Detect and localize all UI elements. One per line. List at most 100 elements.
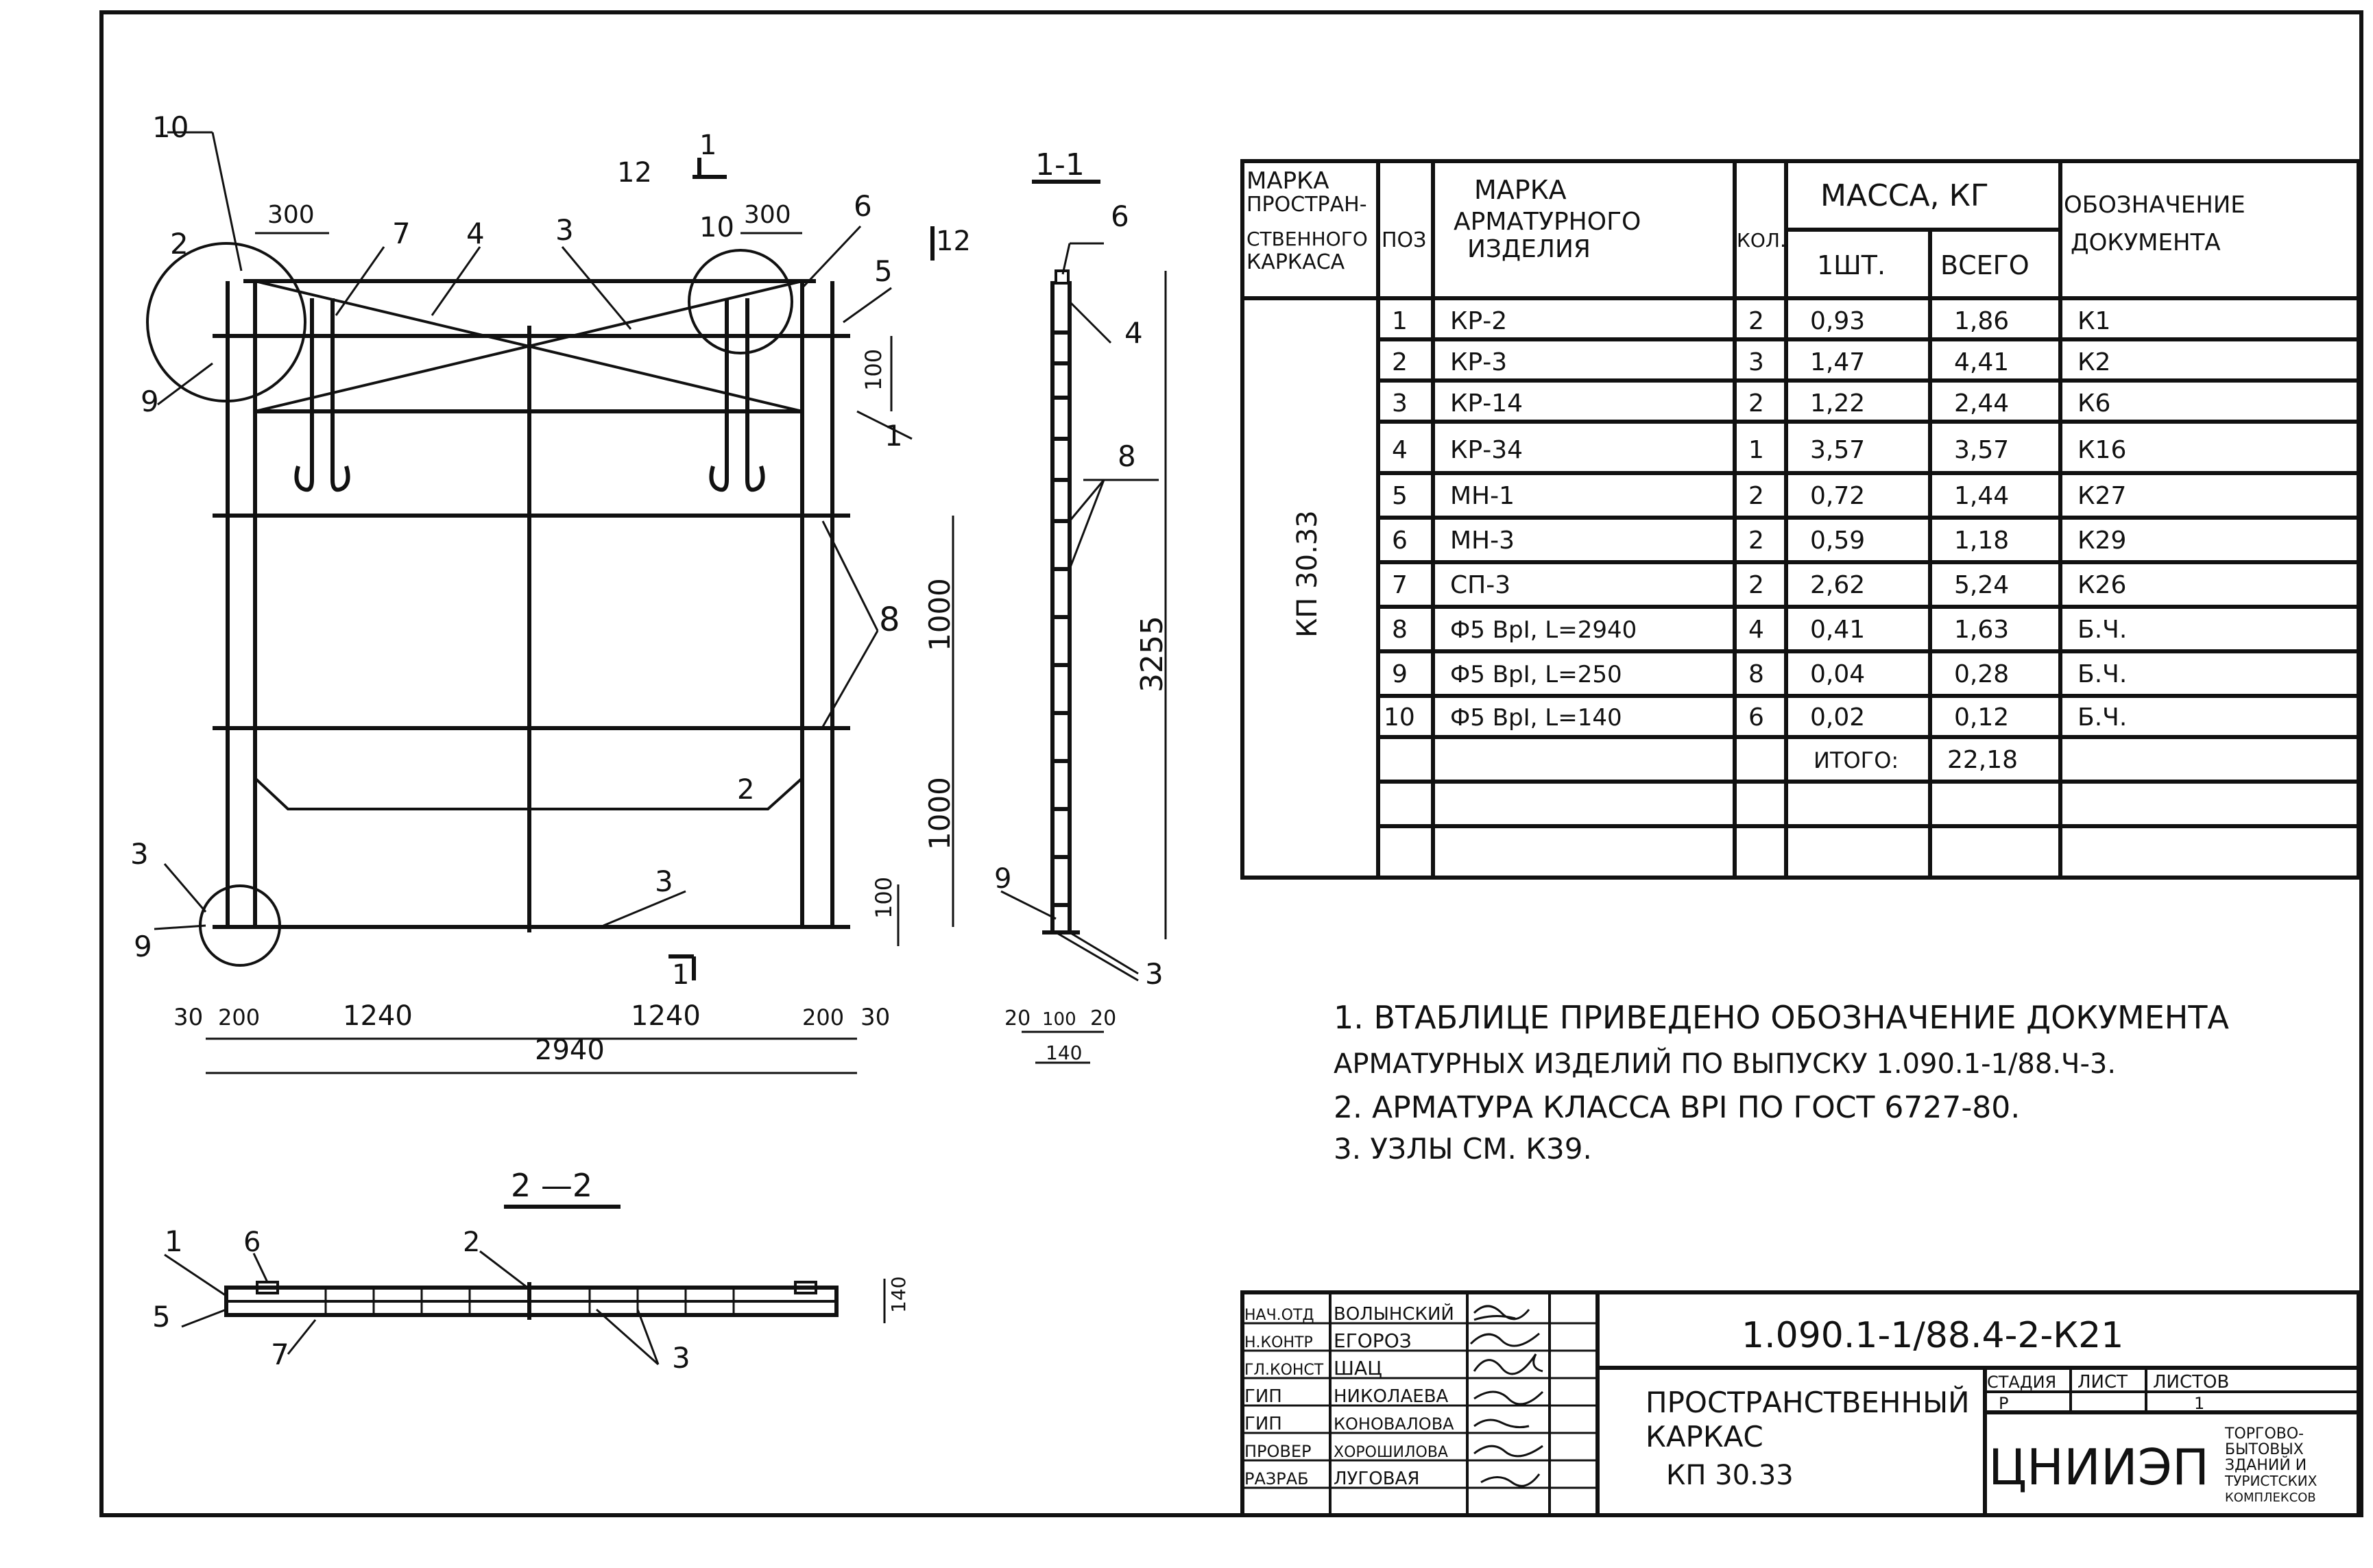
- tb-stage-value: Р: [1999, 1394, 2008, 1413]
- leader-1: [856, 410, 913, 440]
- tb-name-5: КОНОВАЛОВА: [1334, 1414, 1454, 1434]
- spec-h7-b: ДОКУМЕНТА: [2071, 229, 2221, 256]
- tb-role-2: Н.КОНТР: [1244, 1334, 1313, 1351]
- dim-total-2940: 2940: [535, 1035, 605, 1066]
- dim-bottom-1240-right: 1240: [631, 1000, 701, 1032]
- spec-doc: Б.Ч.: [2077, 660, 2127, 688]
- dim-3255: 3255: [1135, 616, 1170, 692]
- dim-100-bottom: 100: [871, 877, 897, 919]
- spec-qty: 2: [1748, 307, 1764, 335]
- tb-name-7: ЛУГОВАЯ: [1334, 1469, 1419, 1489]
- callout-5: 5: [874, 254, 893, 288]
- section-2-2-title: 2 —2: [511, 1167, 592, 1204]
- spec-one: 0,72: [1810, 482, 1865, 510]
- spec-h1-d: КАРКАСА: [1246, 250, 1345, 274]
- note-1-cont: АРМАТУРНЫХ ИЗДЕЛИЙ ПО ВЫПУСКУ 1.090.1-1/…: [1334, 1047, 2116, 1080]
- callout-3-bottom: 3: [655, 865, 673, 898]
- title-block-frame: [1240, 1290, 2361, 1517]
- section-1-1-callout-4: 4: [1124, 316, 1143, 350]
- spec-pos: 9: [1392, 660, 1408, 688]
- leader-11-9: [1000, 890, 1057, 920]
- spec-one: 1,47: [1810, 348, 1865, 376]
- section-mark-1-bottom: 1: [672, 959, 689, 991]
- s22-leader-3a: [596, 1308, 659, 1366]
- callout-2: 2: [170, 227, 189, 261]
- tb-org-sub-2: БЫТОВЫХ: [2225, 1441, 2304, 1458]
- leader-4: [431, 246, 481, 316]
- dim-300-left: 300: [267, 201, 315, 229]
- tb-sheet-label: ЛИСТ: [2077, 1372, 2128, 1392]
- spec-qty: 1: [1748, 436, 1764, 464]
- hook-right-b: [745, 298, 765, 492]
- spec-qty: 8: [1748, 660, 1764, 688]
- item-2-bar: [254, 777, 804, 810]
- signature-5: [1473, 1419, 1530, 1429]
- callout-7: 7: [392, 217, 411, 250]
- leader-11-6: [1061, 243, 1071, 275]
- spec-pos: 3: [1392, 389, 1408, 418]
- callout-8: 8: [879, 601, 900, 639]
- hook-right-a: [709, 298, 729, 492]
- spec-frame-mark: КП 30.33: [1292, 510, 1323, 638]
- spec-pos: 8: [1392, 616, 1408, 644]
- spec-one: 0,02: [1810, 703, 1865, 732]
- spec-h-mass: МАССА, КГ: [1820, 178, 1989, 213]
- brace-2: [254, 280, 803, 413]
- spec-pos: 2: [1392, 348, 1408, 376]
- dim-100-top: 100: [860, 349, 887, 391]
- spec-mark: КР-3: [1450, 348, 1507, 376]
- spec-all: 4,41: [1954, 348, 2009, 376]
- section-1-1-dim-140: 140: [1046, 1041, 1082, 1064]
- note-3: 3. УЗЛЫ СМ. К39.: [1334, 1132, 1592, 1166]
- s22-leader-1: [164, 1253, 227, 1297]
- s22-leader-3b: [636, 1309, 660, 1365]
- notes: 1. ВТАБЛИЦЕ ПРИВЕДЕНО ОБОЗНАЧЕНИЕ ДОКУМЕ…: [1334, 999, 2229, 1166]
- section-1-1-dim-20-right: 20: [1090, 1006, 1116, 1030]
- spec-h1-c: СТВЕННОГО: [1246, 228, 1368, 250]
- spec-pos: 10: [1384, 703, 1415, 732]
- spec-pos: 1: [1392, 307, 1408, 335]
- spec-one: 0,41: [1810, 616, 1865, 644]
- spec-all: 0,12: [1954, 703, 2009, 732]
- spec-all: 1,18: [1954, 527, 2009, 555]
- spec-mark: КР-14: [1450, 389, 1523, 418]
- section-1-1-callout-8: 8: [1118, 439, 1136, 473]
- spec-h3-b: АРМАТУРНОГО: [1454, 208, 1641, 236]
- spec-row-2: 2 КР-3 3 1,47 4,41 К2: [1392, 348, 2110, 376]
- section-1-1-callout-9: 9: [994, 863, 1011, 895]
- callout-3: 3: [555, 213, 574, 247]
- spec-row-5: 5 МН-1 2 0,72 1,44 К27: [1392, 482, 2126, 510]
- s22-callout-6: 6: [243, 1227, 261, 1258]
- spec-all: 0,28: [1954, 660, 2009, 688]
- spec-one: 1,22: [1810, 389, 1865, 418]
- section-mark-12: 12: [936, 226, 971, 257]
- section-1-1-callout-6: 6: [1111, 200, 1129, 233]
- spec-mark: КР-2: [1450, 307, 1507, 335]
- callout-12: 12: [617, 157, 652, 189]
- section-1-1-dim-20-left: 20: [1004, 1006, 1031, 1030]
- spec-mark: СП-3: [1450, 571, 1510, 599]
- signature-6: [1473, 1445, 1543, 1458]
- tb-role-7: РАЗРАБ: [1244, 1469, 1309, 1488]
- spec-h1-a: МАРКА: [1246, 167, 1329, 195]
- sheet-frame: [99, 10, 2363, 1517]
- spec-row-6: 6 МН-3 2 0,59 1,18 К29: [1392, 527, 2126, 555]
- spec-h3-a: МАРКА: [1474, 175, 1567, 205]
- spec-one: 3,57: [1810, 436, 1865, 464]
- signature-7: [1480, 1473, 1541, 1487]
- section-1-1-title: 1-1: [1035, 147, 1085, 182]
- spec-h7-a: ОБОЗНАЧЕНИЕ: [2064, 191, 2245, 219]
- spec-one: 2,62: [1810, 571, 1865, 599]
- tb-sheets-value: 1: [2194, 1394, 2204, 1413]
- spec-total-value: 22,18: [1947, 746, 2018, 774]
- leader-5: [843, 287, 892, 324]
- signature-3: [1473, 1353, 1543, 1375]
- spec-row-1: 1 КР-2 2 0,93 1,86 К1: [1392, 307, 2110, 335]
- tb-org-sub-4: ТУРИСТСКИХ: [2224, 1473, 2317, 1489]
- callout-2-b: 2: [737, 774, 754, 806]
- spec-mark: МН-1: [1450, 482, 1515, 510]
- leader-11-3b: [1055, 931, 1139, 982]
- tb-role-3: ГЛ.КОНСТ: [1244, 1362, 1324, 1379]
- leader-3-bottom-b: [603, 890, 686, 927]
- spec-mark: Ф5 ВрI, L=250: [1450, 661, 1622, 688]
